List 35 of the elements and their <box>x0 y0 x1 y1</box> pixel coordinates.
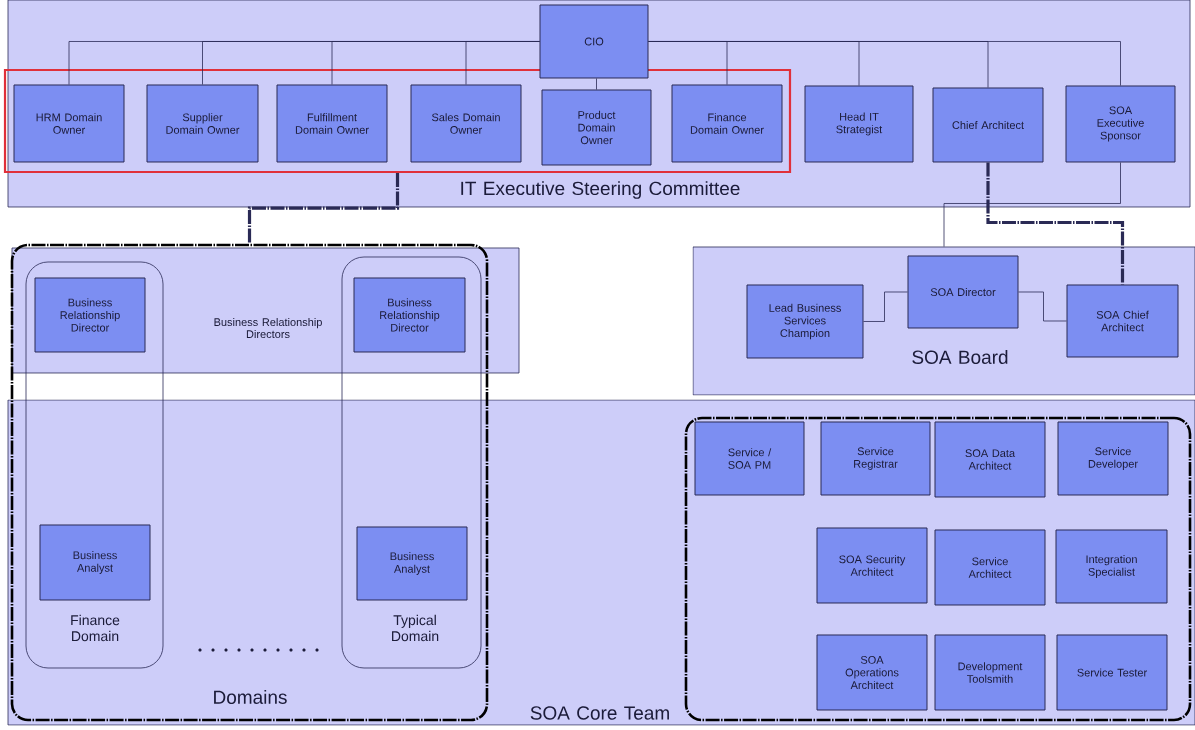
role-box: Service Registrar <box>820 421 931 496</box>
role-box: Head IT Strategist <box>804 85 914 163</box>
role-box: Supplier Domain Owner <box>146 84 259 163</box>
connector-line <box>1018 291 1067 322</box>
role-box: SOA Executive Sponsor <box>1065 85 1176 163</box>
role-box: SOA Data Architect <box>934 421 1046 498</box>
role-box: CIO <box>539 4 649 79</box>
connector-line <box>648 41 1121 86</box>
role-box: Business Analyst <box>39 524 151 601</box>
connector-line <box>943 162 1121 247</box>
role-box: Chief Architect <box>932 87 1044 163</box>
role-box: Finance Domain Owner <box>671 84 783 163</box>
role-box: SOA Security Architect <box>816 527 928 604</box>
role-box: Service Architect <box>934 529 1046 606</box>
role-box: Lead Business Services Champion <box>746 284 864 359</box>
connector-line <box>465 41 540 85</box>
role-box: Business Analyst <box>356 526 468 601</box>
role-box: Product Domain Owner <box>541 89 652 166</box>
role-box: Business Relationship Director <box>34 277 146 353</box>
role-box: Service / SOA PM <box>694 421 805 496</box>
role-box: Integration Specialist <box>1055 529 1168 604</box>
role-box: Fulfillment Domain Owner <box>276 84 388 163</box>
connector-line <box>247 173 400 244</box>
role-box: Service Tester <box>1056 634 1168 711</box>
connector-line <box>863 291 908 322</box>
connector-line <box>596 78 597 90</box>
role-box: SOA Operations Architect <box>816 634 928 711</box>
role-box: Service Developer <box>1057 421 1169 496</box>
role-box: Business Relationship Director <box>353 277 466 353</box>
role-box: SOA Chief Architect <box>1066 284 1179 358</box>
role-box: HRM Domain Owner <box>13 84 125 163</box>
role-box: SOA Director <box>907 255 1019 329</box>
role-box: Development Toolsmith <box>934 634 1046 711</box>
connector-line <box>986 162 1125 285</box>
role-box: Sales Domain Owner <box>410 84 522 163</box>
